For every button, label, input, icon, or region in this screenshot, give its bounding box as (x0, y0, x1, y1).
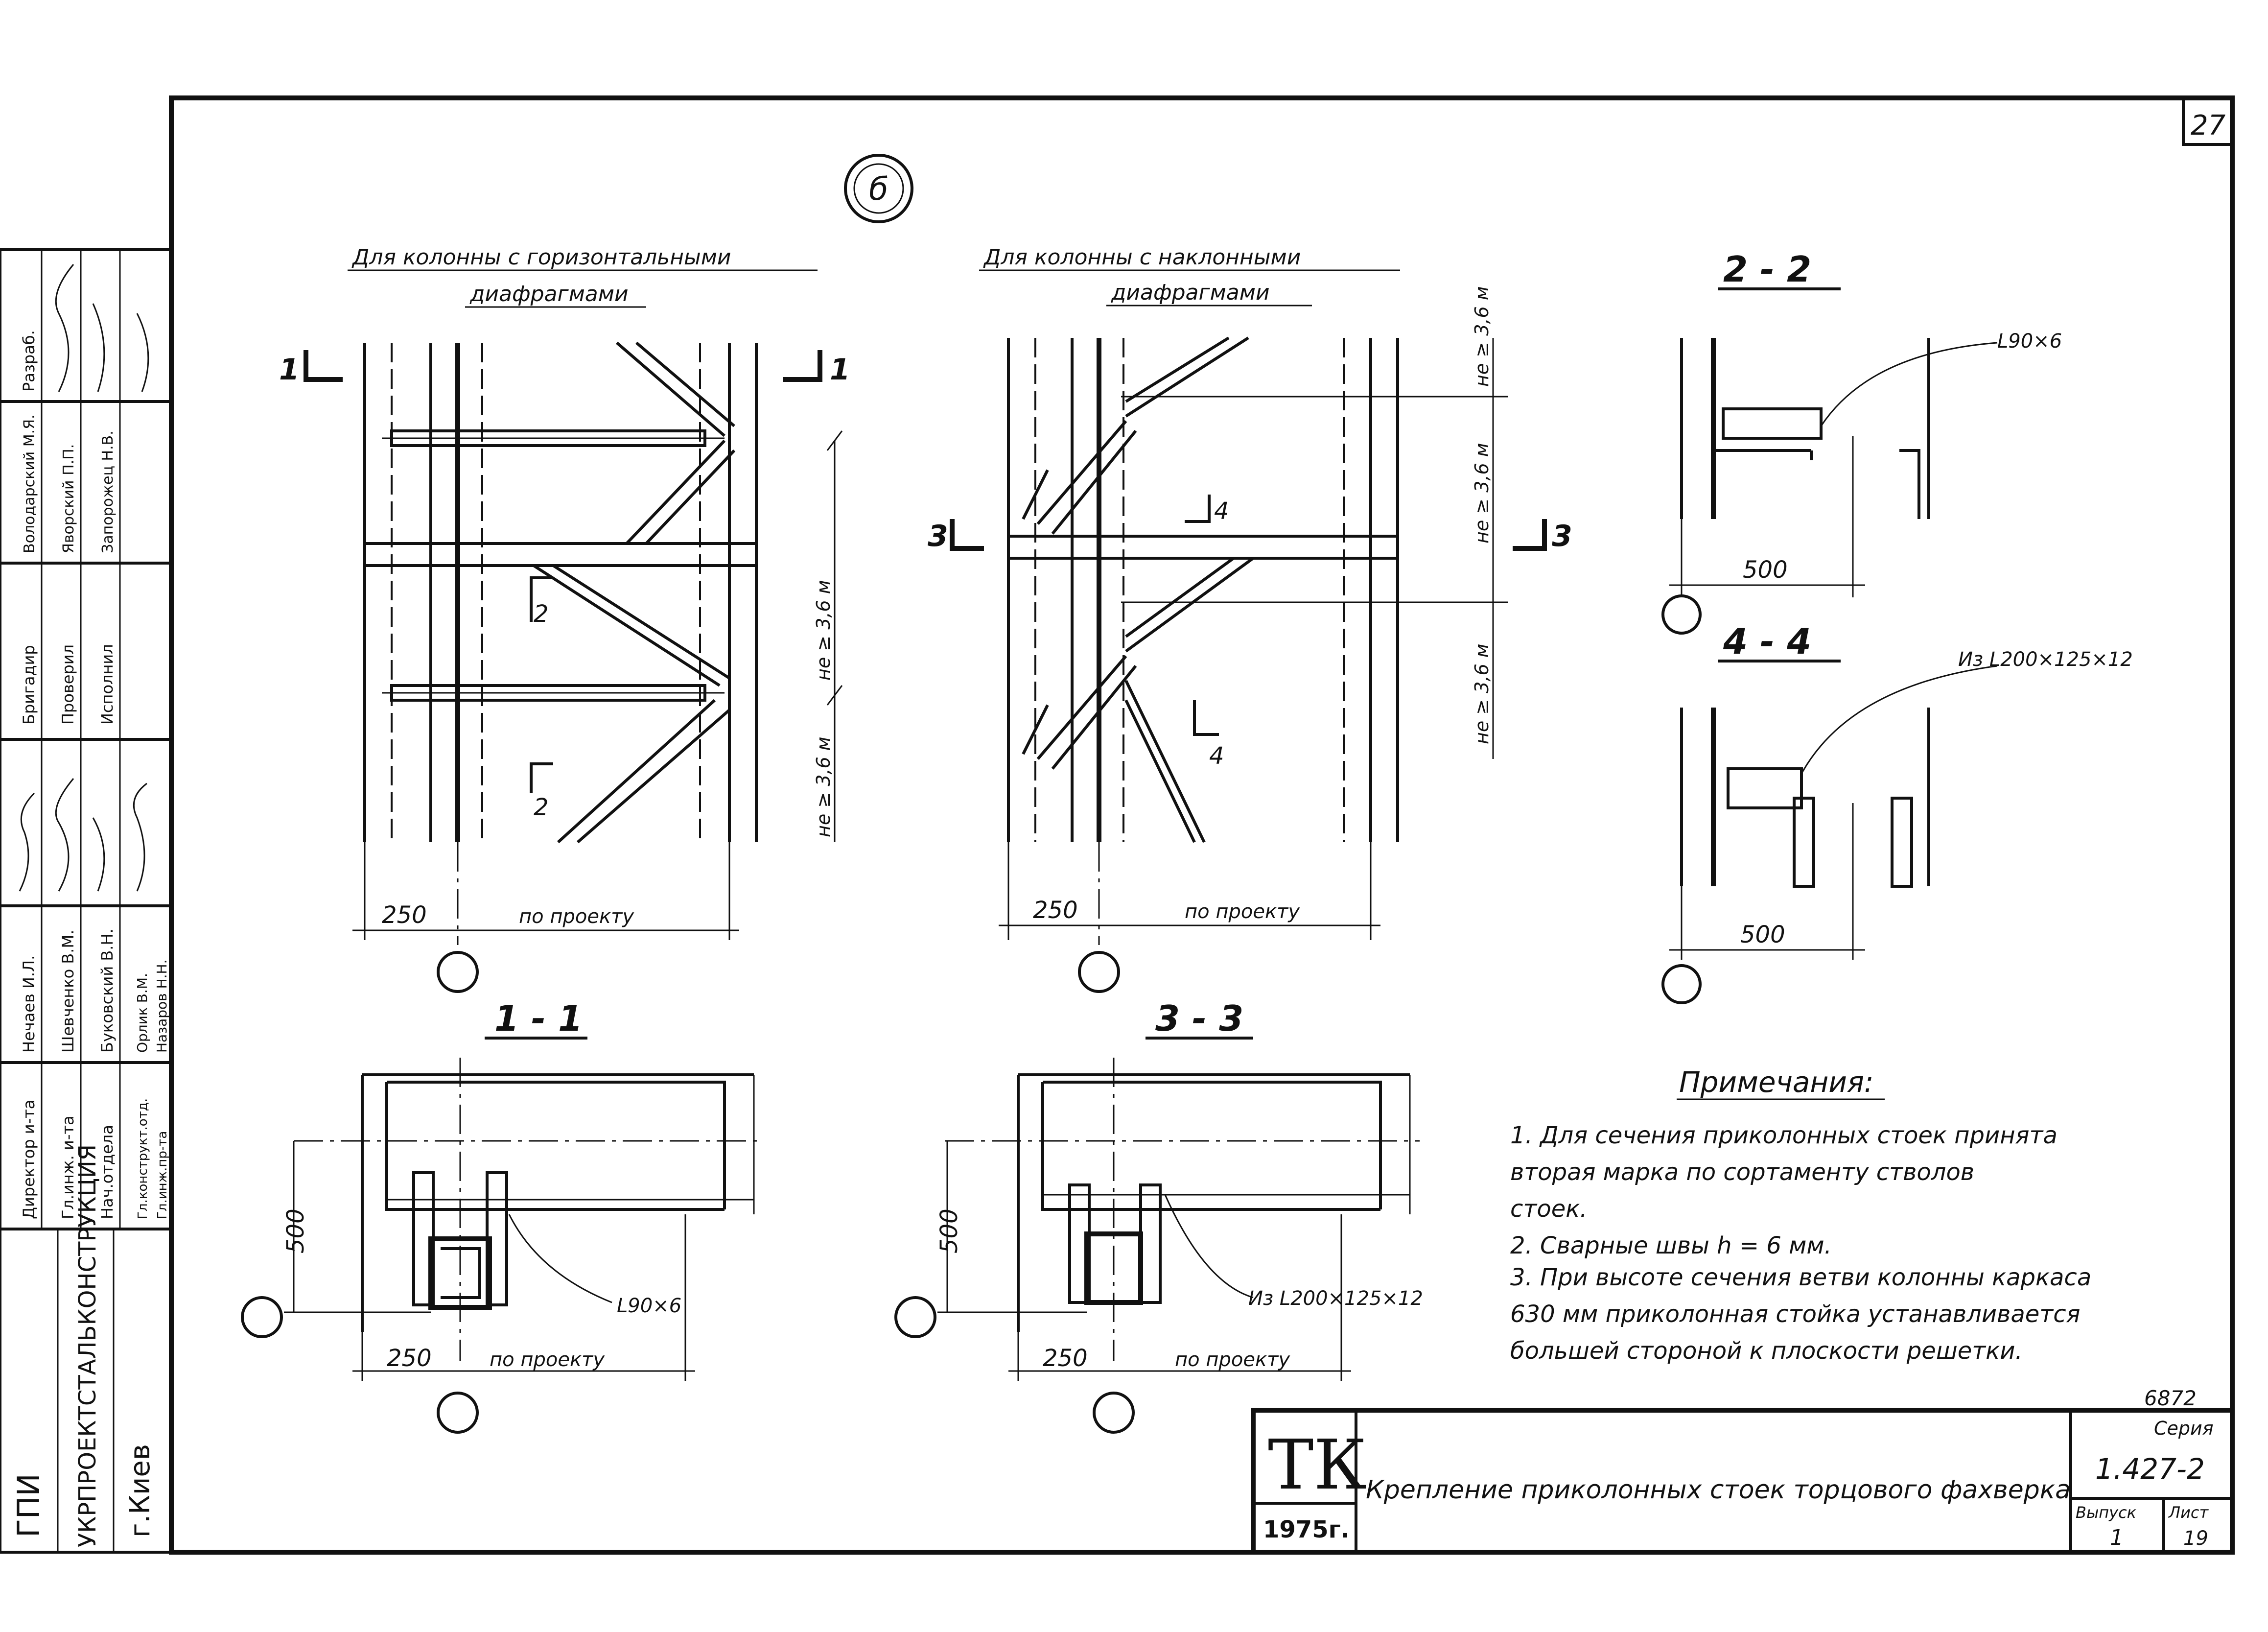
section-4-4-dim: 500 (1740, 921, 1785, 948)
section-3-3: 3 - 3 Из L200×125×12 500 250 по проекту (894, 998, 1423, 1434)
note-line-3: 2. Сварные швы h = 6 мм. (1510, 1232, 1832, 1259)
view-inclined-height-3: не ≥ 3,6 м (1471, 644, 1493, 744)
section-1-1-dim-right: по проекту (490, 1348, 605, 1371)
org-line2: УКРПРОЕКТСТАЛЬКОНСТРУКЦИЯ (74, 1144, 101, 1547)
section-2-2-label: 2 - 2 (1723, 249, 1811, 290)
view-horizontal-dim-left: 250 (382, 901, 427, 929)
stamp-person-1: Яворский П.П. (60, 444, 77, 553)
section-1-1-callout: L90×6 (617, 1295, 681, 1317)
view-horizontal-mark-right: 1 (830, 353, 850, 387)
section-3-3-dim-left: 250 (1043, 1345, 1088, 1372)
notes-heading: Примечания: (1679, 1065, 1873, 1099)
sheet-number: 27 (2191, 110, 2226, 142)
view-horizontal-title-1: Для колонны с горизонтальными (351, 245, 731, 270)
note-line-2: стоек. (1510, 1195, 1588, 1223)
section-1-1-label: 1 - 1 (494, 998, 583, 1039)
stamp-role-4: Гл.инж.пр-та (155, 1131, 170, 1219)
title-series: 1.427-2 (2095, 1452, 2205, 1486)
view-inclined-height-1: не ≥ 3,6 м (1471, 286, 1493, 387)
side-stamp: ГПИ УКРПРОЕКТСТАЛЬКОНСТРУКЦИЯ г.Киев Дир… (0, 248, 173, 1554)
title-series-label: Серия (2154, 1418, 2214, 1439)
section-3-3-callout: Из L200×125×12 (1248, 1287, 1423, 1310)
title-year: 1975г. (1263, 1516, 1350, 1543)
view-inclined: Для колонны с наклонными диафрагмами 3 3… (928, 245, 1572, 993)
org-line3: г.Киев (124, 1444, 156, 1537)
view-horizontal-arrow-b: 2 (534, 794, 549, 821)
view-inclined-dim-left: 250 (1033, 897, 1078, 924)
section-1-1-dim-v: 500 (282, 1208, 309, 1254)
section-2-2: 2 - 2 L90×6 500 (1661, 249, 2062, 635)
view-horizontal: Для колонны с горизонтальными диафрагмам… (279, 245, 850, 993)
view-inclined-mark-left: 3 (928, 519, 948, 553)
title-logo: ТК (1268, 1425, 1367, 1505)
section-4-4: 4 - 4 Из L200×125×12 500 (1661, 621, 2133, 1004)
title-issue: 1 (2110, 1525, 2124, 1550)
stamp-role-0: Директор и-та (20, 1100, 38, 1219)
view-horizontal-height-bottom: не ≥ 3,6 м (813, 737, 834, 837)
notes: Примечания: 1. Для сечения приколонных с… (1510, 1065, 2091, 1365)
stamp-role-1: Гл.инж. и-та (59, 1115, 77, 1219)
view-inclined-height-2: не ≥ 3,6 м (1471, 443, 1493, 544)
view-horizontal-height-top: не ≥ 3,6 м (813, 580, 834, 681)
note-line-4: 3. При высоте сечения ветви колонны карк… (1510, 1264, 2091, 1291)
sheet-frame (169, 95, 2235, 1555)
note-line-0: 1. Для сечения приколонных стоек принята (1510, 1122, 2058, 1149)
stamp-name-2: Буковский В.Н. (98, 928, 117, 1053)
stamp-role-3: Гл.конструкт.отд. (136, 1098, 150, 1219)
title-sheet-label: Лист (2168, 1503, 2209, 1522)
view-horizontal-arrow-a: 2 (534, 600, 549, 628)
detail-mark: б (869, 171, 888, 208)
stamp-role-2: Нач.отдела (98, 1125, 117, 1219)
title-sheet: 19 (2183, 1527, 2208, 1550)
section-3-3-dim-v: 500 (935, 1208, 963, 1254)
stamp-name-1: Шевченко В.М. (59, 930, 77, 1053)
stamp-person-0: Володарский М.Я. (21, 414, 38, 553)
section-2-2-dim: 500 (1743, 556, 1788, 584)
view-inclined-arrow-b: 4 (1209, 742, 1224, 770)
section-3-3-label: 3 - 3 (1155, 998, 1243, 1039)
signatures (19, 778, 147, 892)
view-horizontal-mark-left: 1 (279, 353, 300, 387)
view-inclined-title-2: диафрагмами (1111, 280, 1270, 305)
title-block: ТК 1975г. Крепление приколонных стоек то… (1251, 1386, 2235, 1555)
view-horizontal-title-2: диафрагмами (469, 282, 629, 307)
stamp-top: Разраб. (20, 330, 38, 392)
view-inclined-mark-right: 3 (1552, 519, 1572, 553)
stamp-name-4: Назаров Н.Н. (154, 960, 170, 1053)
note-line-5: 630 мм приколонная стойка устанавливаетс… (1510, 1301, 2081, 1328)
view-inclined-arrow-a: 4 (1214, 497, 1229, 525)
section-1-1-dim-left: 250 (387, 1345, 432, 1372)
view-inclined-dim-right: по проекту (1185, 900, 1300, 923)
note-line-6: большей стороной к плоскости решетки. (1510, 1337, 2023, 1365)
section-2-2-callout: L90×6 (1997, 330, 2062, 353)
view-inclined-title-1: Для колонны с наклонными (983, 245, 1301, 270)
stamp-name-0: Нечаев И.Л. (20, 955, 38, 1053)
detail-mark-circle (844, 154, 913, 223)
section-4-4-label: 4 - 4 (1723, 621, 1811, 662)
title-text: Крепление приколонных стоек торцового фа… (1366, 1475, 2071, 1505)
stamp-person-2: Запорожец Н.В. (99, 430, 117, 553)
title-issue-label: Выпуск (2076, 1503, 2137, 1522)
stamp-name-3: Орлик В.М. (134, 973, 150, 1053)
section-3-3-dim-right: по проекту (1175, 1348, 1290, 1371)
section-4-4-callout: Из L200×125×12 (1958, 648, 2133, 671)
stamp-col-0: Бригадир (20, 645, 38, 725)
stamp-col-1: Проверил (59, 644, 77, 725)
sheet-number-box (2182, 98, 2232, 146)
org-line1: ГПИ (11, 1473, 47, 1537)
view-horizontal-dim-right: по проекту (519, 905, 634, 928)
section-1-1: 1 - 1 L90×6 500 250 по проекту (241, 998, 764, 1434)
title-doc-number: 6872 (2144, 1386, 2197, 1410)
note-line-1: вторая марка по сортаменту стволов (1510, 1159, 1974, 1186)
stamp-col-2: Исполнил (98, 644, 117, 725)
